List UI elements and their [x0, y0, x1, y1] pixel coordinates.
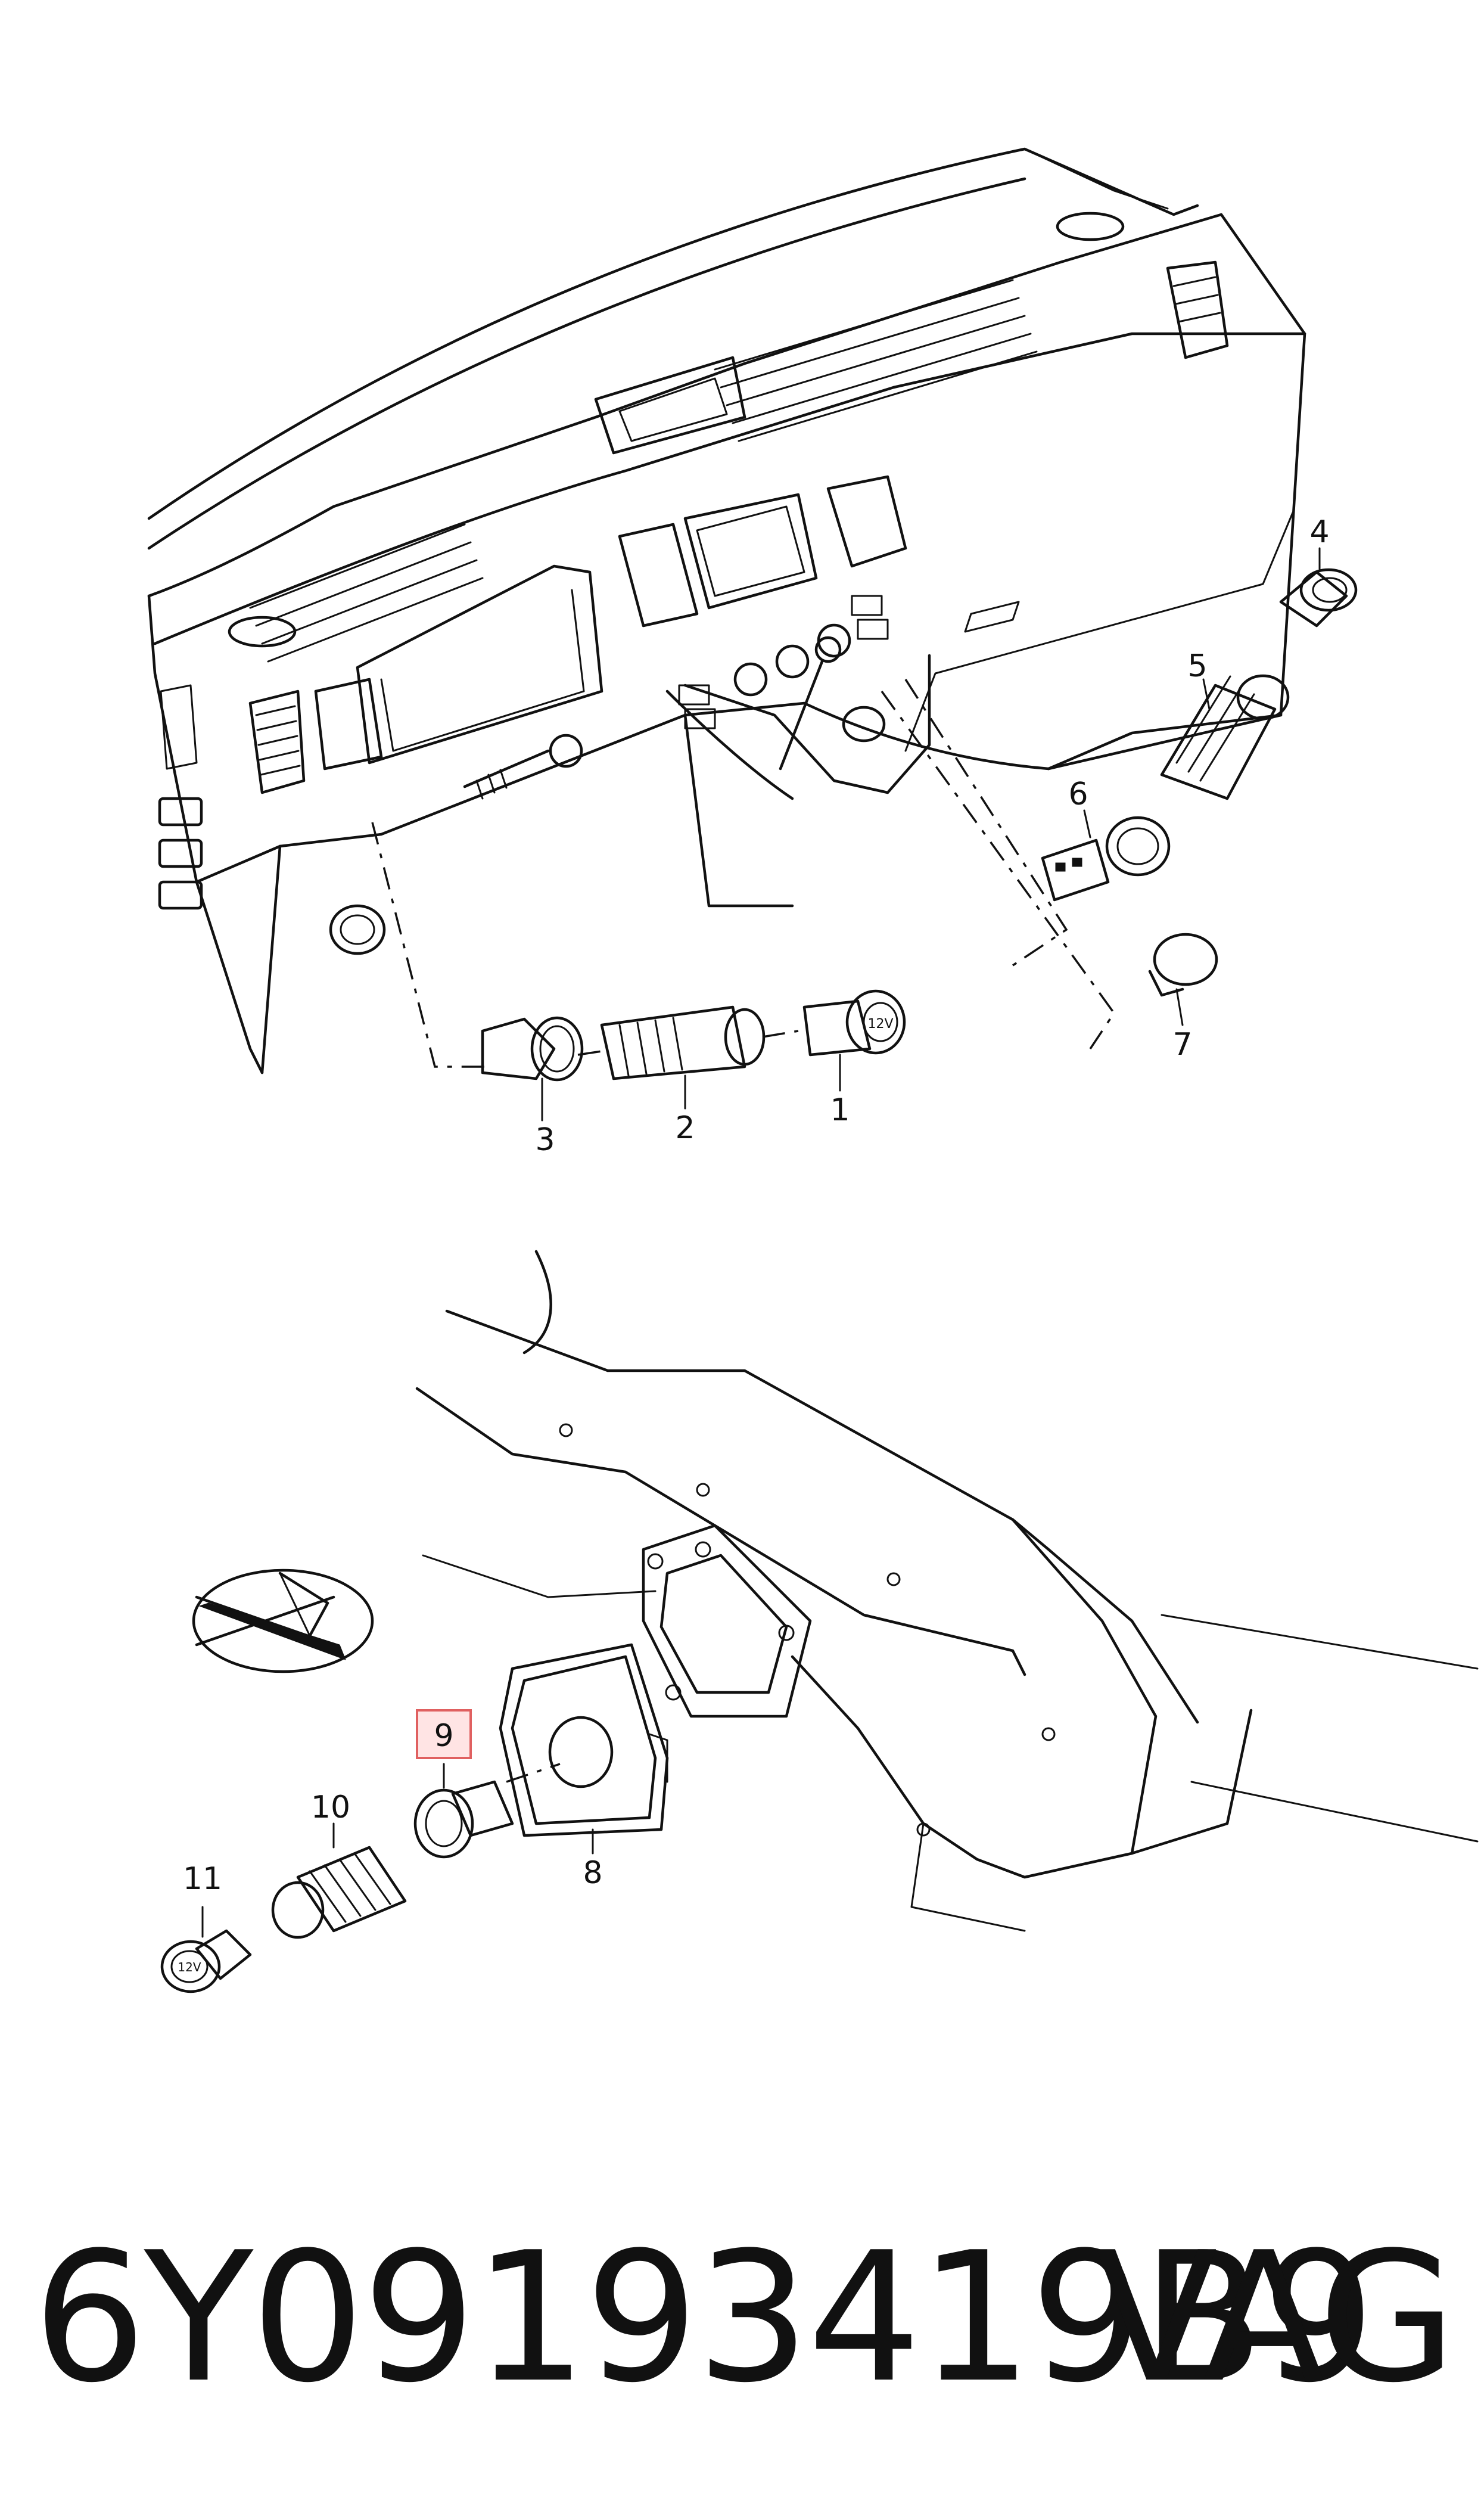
socket-assembly-left: 12V [371, 822, 906, 1122]
part-number: 6Y09193419B9 [33, 2214, 1376, 2422]
callout-8[interactable]: 8 [583, 1855, 602, 1891]
dashboard-illustration [147, 147, 1306, 1074]
callout-3[interactable]: 3 [535, 1122, 555, 1158]
socket-label-12v: 12V [867, 1017, 893, 1032]
orientation-icon [192, 1568, 374, 1673]
callout-7[interactable]: 7 [1172, 1027, 1192, 1063]
highlighted-callout-box [416, 1709, 472, 1759]
brand-name: VAG [1095, 2214, 1457, 2422]
socket-assembly-right [881, 547, 1358, 1049]
socket-assembly-lower: 12V [160, 1763, 561, 1993]
socket-label-12v-lower: 12V [178, 1960, 201, 1974]
callout-4[interactable]: 4 [1309, 514, 1329, 550]
seat-base-illustration [192, 1250, 1479, 1932]
parts-diagram: 12V [147, 147, 1479, 1993]
callout-9[interactable]: 9 [434, 1718, 453, 1754]
callouts: 1 2 3 4 5 6 7 8 9 10 11 [183, 514, 1330, 1897]
callout-10[interactable]: 10 [311, 1790, 350, 1825]
callout-2[interactable]: 2 [675, 1110, 695, 1146]
callout-5[interactable]: 5 [1187, 648, 1207, 684]
callout-6[interactable]: 6 [1068, 776, 1088, 812]
callout-1[interactable]: 1 [830, 1092, 850, 1128]
callout-11[interactable]: 11 [183, 1861, 222, 1897]
